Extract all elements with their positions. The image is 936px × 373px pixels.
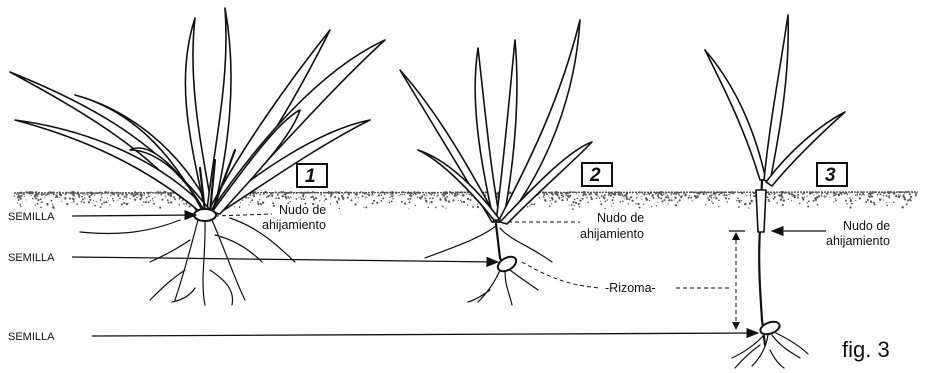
nudo-1-line1: Nudo de	[279, 203, 326, 217]
soil-surface	[14, 191, 918, 210]
nudo-label-2: Nudo de ahijamiento	[508, 211, 644, 241]
figure-caption: fig. 3	[842, 337, 890, 362]
nudo-2-line1: Nudo de	[597, 211, 644, 225]
semilla-arrow-3: SEMILLA	[8, 331, 758, 343]
rizoma-label: -Rizoma-	[522, 231, 745, 330]
semilla-label-1: SEMILLA	[8, 211, 55, 223]
nudo-2-line2: ahijamiento	[580, 227, 644, 241]
svg-text:1: 1	[305, 166, 316, 187]
nudo-label-1: Nudo de ahijamiento	[215, 203, 326, 232]
svg-text:2: 2	[589, 165, 601, 186]
plant-number-3: 3	[817, 163, 847, 186]
plant-number-1: 1	[297, 164, 327, 187]
semilla-label-3: SEMILLA	[8, 331, 55, 343]
svg-text:3: 3	[825, 165, 836, 186]
plant-number-2: 2	[582, 163, 612, 186]
semilla-arrow-1: SEMILLA	[8, 211, 196, 223]
nudo-1-line2: ahijamiento	[262, 218, 326, 232]
nudo-label-3: Nudo de ahijamiento	[772, 219, 890, 248]
nudo-3-line1: Nudo de	[843, 219, 890, 233]
rizoma-text: -Rizoma-	[605, 281, 656, 295]
nudo-3-line2: ahijamiento	[826, 234, 890, 248]
semilla-label-2: SEMILLA	[8, 252, 55, 264]
